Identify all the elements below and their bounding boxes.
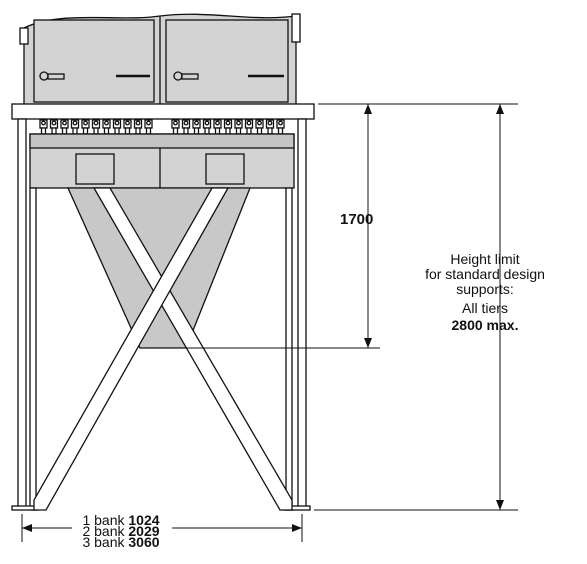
height-limit-line1: Height limit <box>450 251 520 267</box>
valve-nozzle <box>244 119 254 135</box>
door-latch-right-icon <box>173 71 284 81</box>
valve-nozzle <box>255 119 264 135</box>
width-row-1-label: 1 bank <box>82 512 125 528</box>
dimension-1700-label: 1700 <box>340 211 374 228</box>
valve-nozzle <box>223 119 233 135</box>
valve-nozzle <box>133 119 143 135</box>
height-limit-max: 2800 max. <box>451 317 519 333</box>
valve-nozzle <box>276 119 285 135</box>
x-brace-a <box>92 187 293 511</box>
dimension-height-line <box>314 103 518 511</box>
height-limit-line3: supports: <box>456 281 514 297</box>
dimension-width-line <box>21 514 303 542</box>
door-latch-left-icon <box>39 71 150 81</box>
height-limit-note: Height limit for standard design support… <box>390 252 580 333</box>
cross-beam <box>11 103 315 120</box>
valve-nozzle <box>91 119 101 135</box>
height-limit-tiers: All tiers <box>462 300 508 316</box>
support-leg-right <box>297 118 307 510</box>
valve-nozzle <box>112 119 122 135</box>
support-leg-right-inner <box>285 187 293 511</box>
valve-nozzle <box>192 119 201 135</box>
door-right <box>165 19 289 103</box>
dimension-1700-line <box>186 103 400 349</box>
x-brace-b <box>33 187 230 511</box>
valve-nozzle <box>171 119 180 135</box>
header-strip <box>29 133 295 149</box>
valve-nozzle <box>181 119 191 135</box>
valve-nozzle <box>81 119 90 135</box>
valve-nozzle <box>213 119 222 135</box>
width-row-2-value: 2029 <box>128 523 160 539</box>
width-row-2-label: 2 bank <box>82 523 125 539</box>
hopper <box>66 187 251 349</box>
support-leg-left <box>17 118 27 510</box>
valve-row <box>39 119 285 135</box>
valve-nozzle <box>265 119 275 135</box>
valve-nozzle <box>70 119 80 135</box>
valve-nozzle <box>102 119 111 135</box>
support-leg-left-inner <box>29 187 37 511</box>
height-limit-line2: for standard design <box>425 266 545 282</box>
valve-nozzle <box>202 119 212 135</box>
top-frame-stub-left <box>19 27 29 45</box>
valve-nozzle <box>123 119 132 135</box>
valve-nozzle <box>234 119 243 135</box>
valve-nozzle <box>39 119 48 135</box>
width-dimension-labels: 1 bank 1024 2 bank 2029 3 bank 3060 <box>72 512 170 550</box>
width-row-3: 3 bank 3060 <box>72 534 170 550</box>
width-row-2: 2 bank 2029 <box>72 523 170 539</box>
width-row-3-label: 3 bank <box>82 534 125 550</box>
inspection-window-right <box>205 153 245 185</box>
inspection-window-left <box>75 153 115 185</box>
valve-nozzle <box>60 119 69 135</box>
top-frame-stub-right <box>291 13 301 43</box>
width-row-1-value: 1024 <box>128 512 160 528</box>
width-row-3-value: 3060 <box>128 534 160 550</box>
door-left <box>33 19 155 103</box>
width-row-1: 1 bank 1024 <box>72 512 170 528</box>
valve-nozzle <box>144 119 153 135</box>
valve-nozzle <box>49 119 59 135</box>
